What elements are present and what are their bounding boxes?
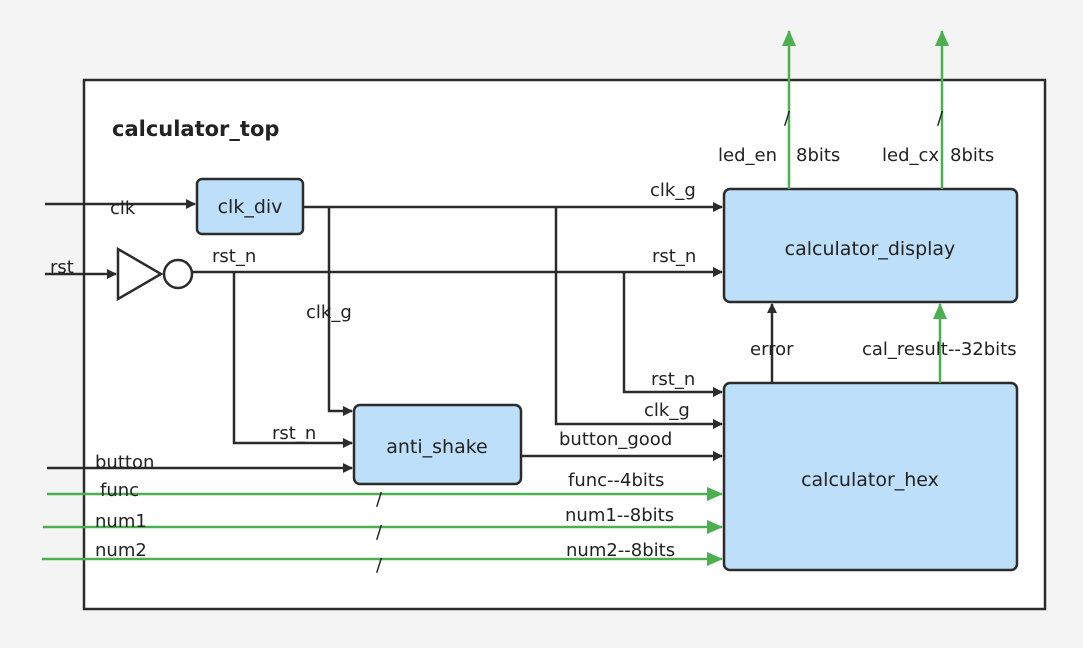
rst-n-inv-label: rst_n (212, 246, 256, 267)
rst-n-hex-wire (622, 272, 723, 397)
error-label: error (750, 339, 794, 360)
func-bus-slash: / (376, 489, 383, 510)
led-en-label: led_en (718, 145, 777, 166)
button-label: button (95, 452, 154, 473)
func-label: func (100, 480, 139, 501)
num2-label: num2 (95, 540, 147, 561)
clk-g-shake-wire (327, 207, 353, 416)
rst-label: rst (50, 257, 74, 278)
num1-bus-slash: / (376, 522, 383, 543)
num1-bits-label: num1--8bits (565, 505, 674, 526)
clk-div-label: clk_div (218, 196, 283, 218)
clk-g-hex-label: clk_g (644, 400, 690, 421)
led-en-slash: / (784, 108, 791, 129)
func-bits-label: func--4bits (568, 470, 664, 491)
num2-bus-slash: / (376, 555, 383, 576)
anti-shake-label: anti_shake (386, 436, 488, 458)
calculator-hex-block (722, 381, 1019, 572)
inverter-buffer (116, 246, 164, 302)
rst-n-shake-label: rst_n (272, 423, 316, 444)
led-cx-width-label: 8bits (950, 145, 994, 166)
rst-n-display-label: rst_n (652, 246, 696, 267)
calculator-display-block (722, 187, 1019, 304)
calculator-display-label: calculator_display (785, 238, 956, 260)
clk-g-display-label: clk_g (650, 180, 696, 201)
top-module-title: calculator_top (112, 117, 279, 141)
led-en-width-label: 8bits (796, 145, 840, 166)
clk-g-hex-wire (554, 207, 723, 429)
num2-bits-label: num2--8bits (566, 540, 675, 561)
button-good-label: button_good (559, 429, 672, 450)
led-cx-label: led_cx (882, 145, 939, 166)
calculator-hex-label: calculator_hex (801, 469, 939, 491)
rst-n-hex-label: rst_n (651, 369, 695, 390)
clk-label: clk (110, 198, 136, 219)
inverter-bubble (162, 258, 194, 290)
clk-g-vert-label: clk_g (306, 302, 352, 323)
anti-shake-block (352, 403, 523, 486)
led-cx-slash: / (937, 108, 944, 129)
num1-label: num1 (95, 511, 147, 532)
rst-n-shake-wire (232, 272, 353, 448)
cal-result-label: cal_result--32bits (862, 339, 1017, 360)
